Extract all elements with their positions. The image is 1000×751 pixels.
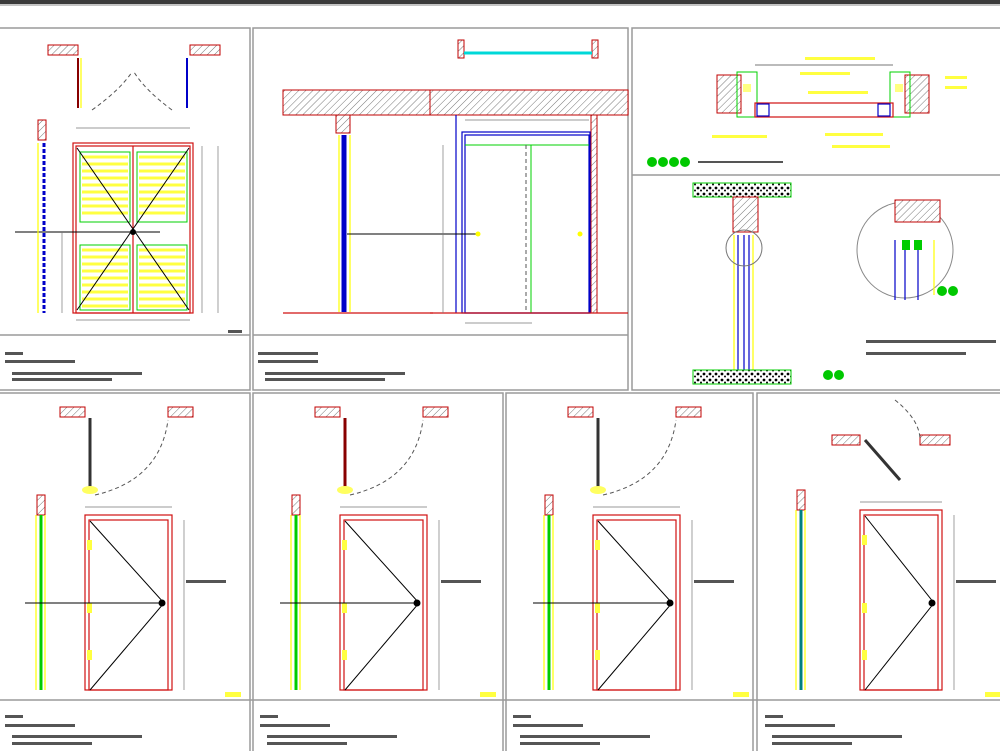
- wall-hatch-icon: [544, 494, 554, 516]
- wall-hatch-icon: [59, 406, 86, 418]
- detail-callout-bubble-icon: [647, 157, 690, 167]
- panel-frame-5: [252, 392, 504, 751]
- wall-hatch-icon: [291, 494, 301, 516]
- louver-panel: [79, 244, 131, 311]
- door-handle-icon: [928, 599, 936, 607]
- louver-panel: [79, 151, 131, 223]
- door-swing-arc-icon: [91, 71, 173, 111]
- wall-hatch-icon: [314, 406, 341, 418]
- sliding-door-drawing: [282, 39, 629, 324]
- title-block-text: [765, 715, 783, 718]
- wall-hatch-icon: [167, 406, 194, 418]
- frame-anchor-icon: [877, 103, 891, 117]
- hinge-icon: [337, 486, 353, 494]
- title-block-text: [260, 724, 330, 727]
- panel-frame-3: [631, 27, 1000, 391]
- annotation-text: [186, 580, 226, 583]
- door-swing-arc-icon: [894, 399, 921, 441]
- annotation-text: [441, 580, 481, 583]
- hinge-icon: [595, 603, 600, 613]
- door-handle-icon: [577, 231, 583, 237]
- door-swing-arc-icon: [602, 419, 677, 496]
- door-leaf-plan: [863, 439, 902, 481]
- louver-panel: [136, 151, 188, 223]
- title-block-text: [267, 735, 397, 738]
- hinge-icon: [862, 603, 867, 613]
- annotation-text: [956, 580, 996, 583]
- title-block-text: [5, 724, 75, 727]
- door-swing-arc-icon: [94, 419, 169, 496]
- window-top-edge: [0, 0, 1000, 4]
- hinge-icon: [87, 603, 92, 613]
- door-leaf: [343, 519, 424, 691]
- frame-anchor-icon: [756, 103, 770, 117]
- opening-direction-line: [89, 520, 165, 691]
- title-block-text: [772, 742, 852, 745]
- hinge-icon: [862, 535, 867, 545]
- panel-frame-7: [756, 392, 1000, 751]
- wall-hatch-icon: [422, 406, 449, 418]
- hinge-icon: [342, 540, 347, 550]
- hinge-icon: [595, 540, 600, 550]
- hinge-icon: [87, 540, 92, 550]
- wall-hatch-icon: [567, 406, 594, 418]
- plan-section-detail: [647, 57, 967, 167]
- hinge-icon: [87, 650, 92, 660]
- panel-frames: [0, 27, 1000, 751]
- hinge-icon: [595, 650, 600, 660]
- scale-label: [733, 692, 749, 697]
- panel-frame-1: [0, 27, 251, 391]
- louver-panel: [136, 244, 188, 311]
- title-block-text: [12, 735, 142, 738]
- title-block-annotations: [5, 330, 405, 381]
- wall-hatch-icon: [47, 44, 79, 56]
- door-swing-arc-icon: [349, 419, 424, 496]
- scale-label: [225, 692, 241, 697]
- door-leaf: [88, 519, 169, 691]
- title-block-text: [260, 715, 278, 718]
- wall-hatch-icon: [189, 44, 221, 56]
- hinge-icon: [862, 650, 867, 660]
- vertical-section-detail: [692, 182, 996, 385]
- title-block-text: [520, 735, 650, 738]
- opening-direction-line: [597, 520, 673, 691]
- door-leaf: [863, 514, 939, 691]
- single-door-drawing-1: [5, 406, 241, 745]
- detail-callout-bubble-icon: [823, 286, 958, 380]
- title-block-text: [267, 742, 347, 745]
- wall-hatch-icon: [796, 489, 806, 511]
- door-handle-icon: [130, 229, 136, 235]
- panel-frame-2: [252, 27, 629, 391]
- hinge-icon: [82, 486, 98, 494]
- single-door-drawing-2: [260, 406, 496, 745]
- single-door-drawing-4: [765, 399, 1000, 745]
- title-block-text: [5, 715, 23, 718]
- title-block-text: [765, 724, 835, 727]
- single-door-drawing-3: [513, 406, 749, 745]
- title-block-text: [513, 715, 531, 718]
- scale-label: [985, 692, 1000, 697]
- panel-frame-6: [505, 392, 754, 751]
- door-leaf: [596, 519, 677, 691]
- annotation-text: [694, 580, 734, 583]
- opening-direction-line: [344, 520, 420, 691]
- hinge-icon: [342, 650, 347, 660]
- hinge-icon: [590, 486, 606, 494]
- title-block-text: [772, 735, 902, 738]
- wall-hatch-icon: [36, 494, 46, 516]
- title-block-text: [513, 724, 583, 727]
- opening-direction-line: [864, 515, 935, 691]
- scale-label: [480, 692, 496, 697]
- wall-hatch-icon: [675, 406, 702, 418]
- title-block-text: [520, 742, 600, 745]
- door-frame: [859, 509, 943, 691]
- title-block-text: [12, 742, 92, 745]
- wall-hatch-icon: [919, 434, 951, 446]
- hinge-icon: [342, 603, 347, 613]
- double-door-drawing: [15, 44, 221, 321]
- wall-hatch-icon: [831, 434, 861, 446]
- panel-frame-4: [0, 392, 251, 751]
